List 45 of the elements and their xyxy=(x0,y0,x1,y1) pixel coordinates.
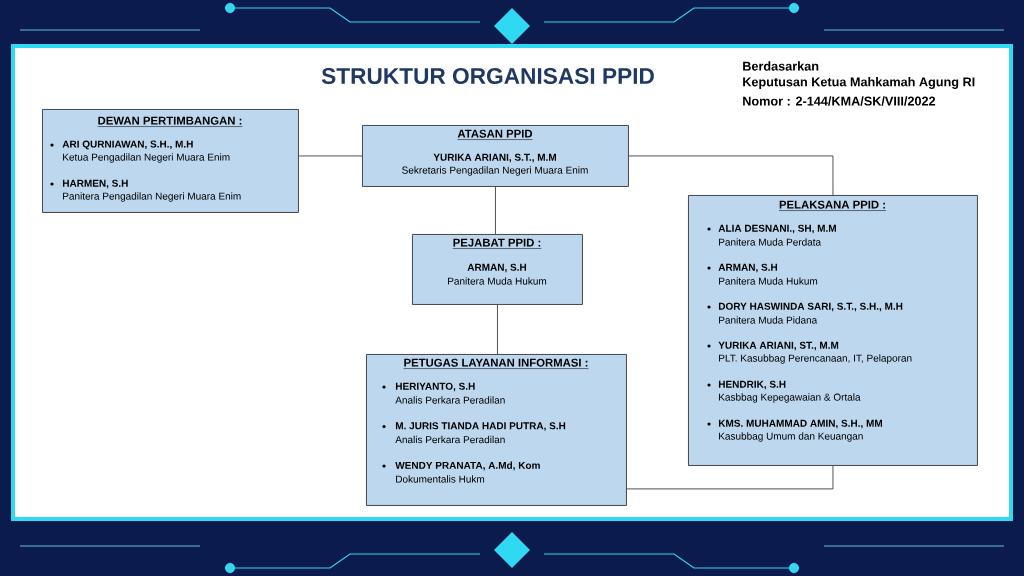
person-name: YURIKA ARIANI, ST., M.M xyxy=(718,341,839,351)
job-title: Panitera Muda Hukum xyxy=(719,277,818,285)
job-title: Sekretaris Pengadilan Negeri Muara Enim xyxy=(402,166,588,176)
person-name: HARMEN, S.H xyxy=(62,179,128,189)
org-box xyxy=(362,125,629,187)
job-title: Kasubbag Umum dan Keuangan xyxy=(719,432,863,442)
box-heading: DEWAN PERTIMBANGAN : xyxy=(97,116,243,127)
box-heading: PEJABAT PPID : xyxy=(452,238,542,249)
job-title: Analis Perkara Peradilan xyxy=(395,396,505,404)
person-name: DORY HASWINDA SARI, S.T., S.H., M.H xyxy=(718,302,903,312)
person-name: HERIYANTO, S.H xyxy=(395,382,475,392)
job-title: Kasbbag Kepegawaian & Ortala xyxy=(719,393,861,403)
org-box xyxy=(412,234,583,305)
job-title: Panitera Muda Hukum xyxy=(448,277,547,285)
box-heading: PETUGAS LAYANAN INFORMASI : xyxy=(403,358,589,369)
connector-line xyxy=(628,155,834,196)
job-title: Dokumentalis Hukm xyxy=(396,475,485,483)
title: STRUKTUR ORGANISASI PPID xyxy=(321,68,654,85)
job-title: Ketua Pengadilan Negeri Muara Enim xyxy=(63,153,230,163)
org-box xyxy=(42,109,299,213)
job-title: Panitera Muda Perdata xyxy=(719,238,822,246)
connector-line xyxy=(495,186,496,235)
connector-line xyxy=(626,465,834,490)
org-box xyxy=(688,195,978,466)
person-name: KMS. MUHAMMAD AMIN, S.H., MM xyxy=(718,419,882,429)
job-title: Panitera Pengadilan Negeri Muara Enim xyxy=(63,192,241,202)
note-text: Keputusan Ketua Mahkamah Agung RI xyxy=(743,77,975,89)
person-name: WENDY PRANATA, A.Md, Kom xyxy=(395,461,540,471)
note-text: Nomor : 2-144/KMA/SK/VIII/2022 xyxy=(743,96,936,106)
job-title: Panitera Muda Pidana xyxy=(719,316,818,324)
person-name: ARMAN, S.H xyxy=(718,263,778,273)
box-heading: PELAKSANA PPID : xyxy=(778,200,887,211)
person-name: HENDRIK, S.H xyxy=(718,380,786,390)
person-name: ARMAN, S.H xyxy=(467,263,527,273)
person-name: M. JURIS TIANDA HADI PUTRA, S.H xyxy=(395,422,566,431)
job-title: Analis Perkara Peradilan xyxy=(395,435,505,444)
connector-line xyxy=(497,304,498,355)
person-name: ALIA DESNANI., SH, M.M xyxy=(718,224,836,234)
org-box xyxy=(366,354,627,506)
person-name: YURIKA ARIANI, S.T., M.M xyxy=(433,153,556,163)
box-heading: ATASAN PPID xyxy=(457,129,533,140)
connector-line xyxy=(298,155,363,157)
note-text: Berdasarkan xyxy=(743,61,819,71)
job-title: PLT. Kasubbag Perencanaan, IT, Pelaporan xyxy=(719,354,912,364)
person-name: ARI QURNIAWAN, S.H., M.H xyxy=(62,140,193,150)
